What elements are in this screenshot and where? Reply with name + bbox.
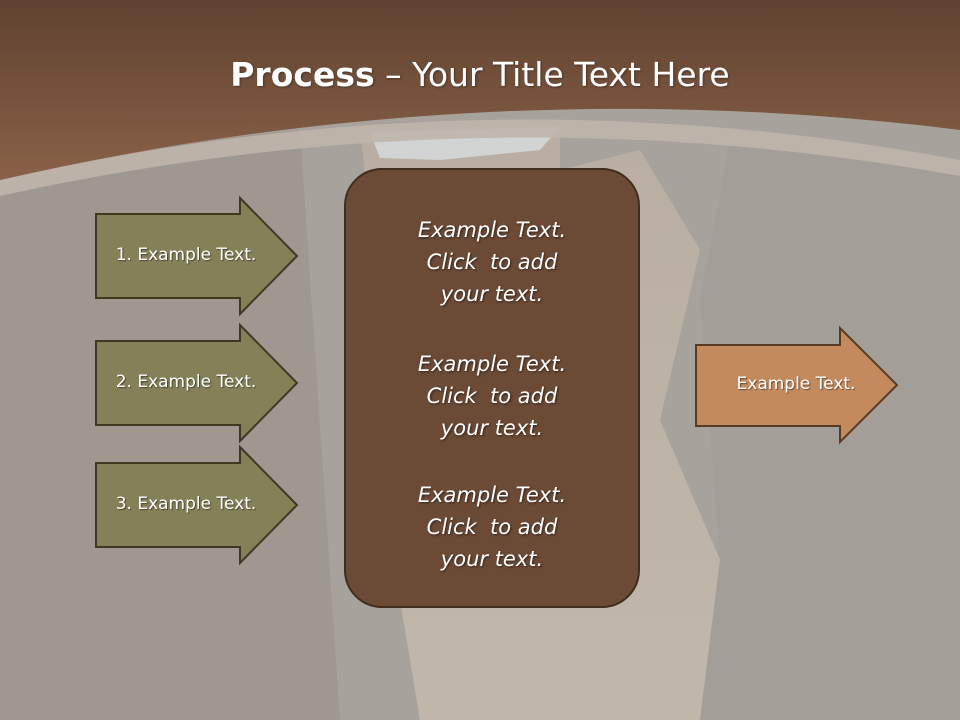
center-block-2-line-2: Click to add — [426, 384, 558, 408]
center-block-3: Example Text. Click to add your text. — [346, 479, 638, 575]
center-text-box[interactable]: Example Text. Click to add your text. Ex… — [344, 168, 640, 608]
center-block-2-line-3: your text. — [440, 416, 544, 440]
right-arrow-label: Example Text. — [736, 374, 856, 394]
center-block-2: Example Text. Click to add your text. — [346, 348, 638, 444]
title-rest-part: – Your Title Text Here — [374, 55, 730, 94]
center-block-3-line-1: Example Text. — [417, 483, 567, 507]
center-block-3-line-2: Click to add — [426, 515, 558, 539]
center-block-3-line-3: your text. — [440, 547, 544, 571]
left-arrow-3-label: 3. Example Text. — [115, 494, 257, 514]
center-block-2-line-1: Example Text. — [417, 352, 567, 376]
slide-title[interactable]: Process – Your Title Text Here — [0, 52, 960, 98]
center-block-1: Example Text. Click to add your text. — [346, 214, 638, 310]
center-block-1-line-2: Click to add — [426, 250, 558, 274]
left-arrow-1-label: 1. Example Text. — [115, 245, 257, 265]
center-block-1-line-1: Example Text. — [417, 218, 567, 242]
center-block-1-line-3: your text. — [440, 282, 544, 306]
left-arrow-2-label: 2. Example Text. — [115, 372, 257, 392]
title-bold-part: Process — [230, 55, 375, 94]
